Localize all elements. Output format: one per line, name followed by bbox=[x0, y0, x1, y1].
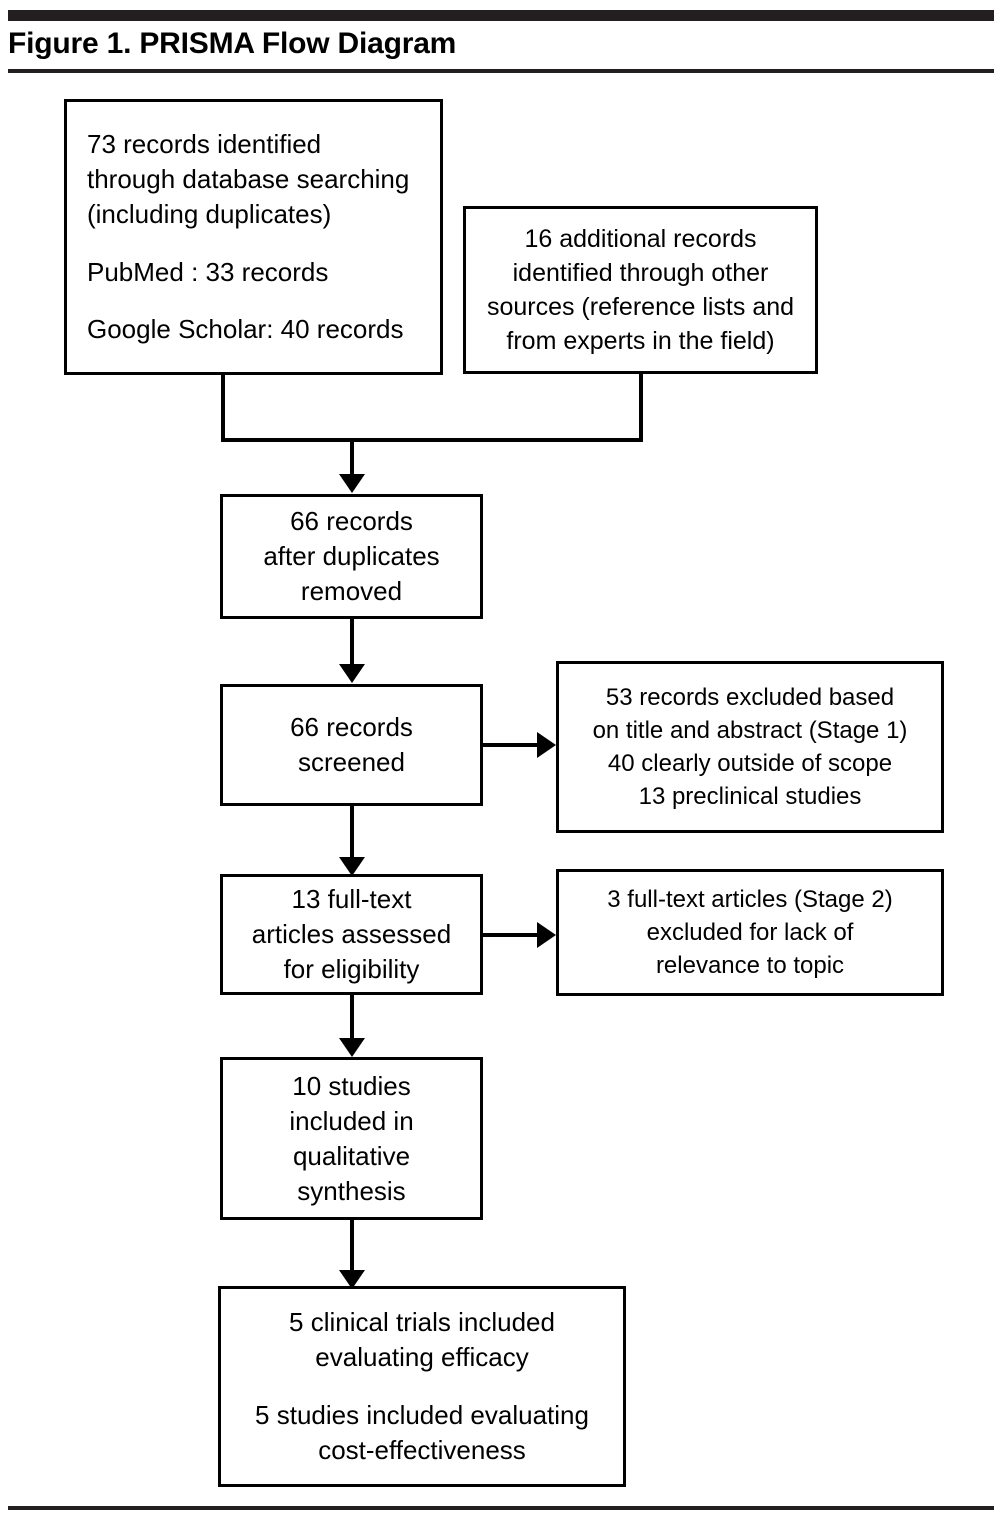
node-line: 5 studies included evaluating bbox=[255, 1399, 589, 1430]
node-full-text-excluded-stage-2: 3 full-text articles (Stage 2) excluded … bbox=[556, 869, 944, 996]
node-line: 5 clinical trials included bbox=[289, 1307, 555, 1338]
node-line: synthesis bbox=[297, 1175, 406, 1206]
node-line: PubMed : 33 records bbox=[87, 256, 329, 287]
header-rule-thin bbox=[8, 69, 994, 73]
node-line: 3 full-text articles (Stage 2) bbox=[607, 886, 893, 913]
node-line: for eligibility bbox=[283, 954, 420, 984]
node-line: 13 full-text bbox=[291, 884, 412, 914]
node-line-spacer bbox=[233, 1375, 611, 1397]
node-line: from experts in the field) bbox=[506, 327, 775, 355]
node-line: 73 records identified bbox=[87, 129, 322, 160]
connector-screened-to-fulltext bbox=[350, 806, 354, 859]
node-records-excluded-stage-1: 53 records excluded based on title and a… bbox=[556, 661, 944, 833]
node-line: 10 studies bbox=[292, 1070, 411, 1101]
node-line: after duplicates bbox=[263, 541, 440, 571]
node-line: relevance to topic bbox=[655, 952, 845, 979]
arrow-to-qualitative-synthesis bbox=[339, 1038, 365, 1057]
connector-duplicates-to-screened bbox=[350, 618, 354, 666]
node-line: articles assessed bbox=[251, 919, 452, 949]
node-line: screened bbox=[298, 747, 405, 777]
connector-other-down bbox=[639, 372, 643, 442]
node-line: evaluating efficacy bbox=[315, 1342, 529, 1373]
node-line: removed bbox=[300, 576, 403, 606]
node-line: Google Scholar: 40 records bbox=[87, 313, 404, 344]
connector-fulltext-to-excluded2 bbox=[483, 933, 539, 937]
arrow-to-excluded-stage-2 bbox=[537, 922, 556, 948]
figure-title: Figure 1. PRISMA Flow Diagram bbox=[8, 27, 457, 60]
node-line-spacer bbox=[87, 232, 428, 254]
header-rule-thick bbox=[8, 10, 994, 21]
node-full-text-articles-assessed: 13 full-text articles assessed for eligi… bbox=[220, 874, 483, 995]
node-line: 13 preclinical studies bbox=[638, 783, 862, 810]
connector-db-down bbox=[221, 374, 225, 442]
node-qualitative-synthesis: 10 studies included in qualitative synth… bbox=[220, 1057, 483, 1220]
node-line: 40 clearly outside of scope bbox=[607, 750, 893, 777]
node-records-after-duplicates-removed: 66 records after duplicates removed bbox=[220, 494, 483, 619]
arrow-to-included-final bbox=[339, 1270, 365, 1289]
connector-merge-bar bbox=[221, 438, 643, 442]
node-records-screened: 66 records screened bbox=[220, 684, 483, 806]
arrow-to-excluded-stage-1 bbox=[537, 732, 556, 758]
node-included-final: 5 clinical trials included evaluating ef… bbox=[218, 1286, 626, 1487]
node-line-spacer bbox=[87, 290, 428, 312]
node-line: 53 records excluded based bbox=[605, 684, 895, 711]
node-line: cost-effectiveness bbox=[318, 1434, 526, 1465]
node-line: 16 additional records bbox=[524, 225, 757, 253]
arrow-to-duplicates-removed bbox=[339, 474, 365, 493]
node-identification-database: 73 records identified through database s… bbox=[64, 99, 443, 375]
node-line: identified through other bbox=[512, 259, 769, 287]
arrow-to-screened bbox=[339, 664, 365, 683]
node-line: through database searching bbox=[87, 164, 410, 195]
connector-qualitative-to-final bbox=[350, 1220, 354, 1272]
node-line: (including duplicates) bbox=[87, 199, 332, 230]
node-line: sources (reference lists and bbox=[486, 293, 795, 321]
node-line: qualitative bbox=[292, 1140, 411, 1171]
node-line: 66 records bbox=[290, 712, 413, 742]
node-line: included in bbox=[289, 1105, 414, 1136]
connector-merge-stem bbox=[350, 438, 354, 476]
connector-fulltext-to-qualitative bbox=[350, 995, 354, 1040]
node-line: excluded for lack of bbox=[646, 919, 854, 946]
node-identification-other-sources: 16 additional records identified through… bbox=[463, 206, 818, 374]
connector-screened-to-excluded1 bbox=[483, 743, 539, 747]
footer-rule bbox=[8, 1506, 994, 1510]
arrow-to-full-text-assessed bbox=[339, 857, 365, 876]
node-line: 66 records bbox=[290, 506, 413, 536]
node-line: on title and abstract (Stage 1) bbox=[592, 717, 908, 744]
